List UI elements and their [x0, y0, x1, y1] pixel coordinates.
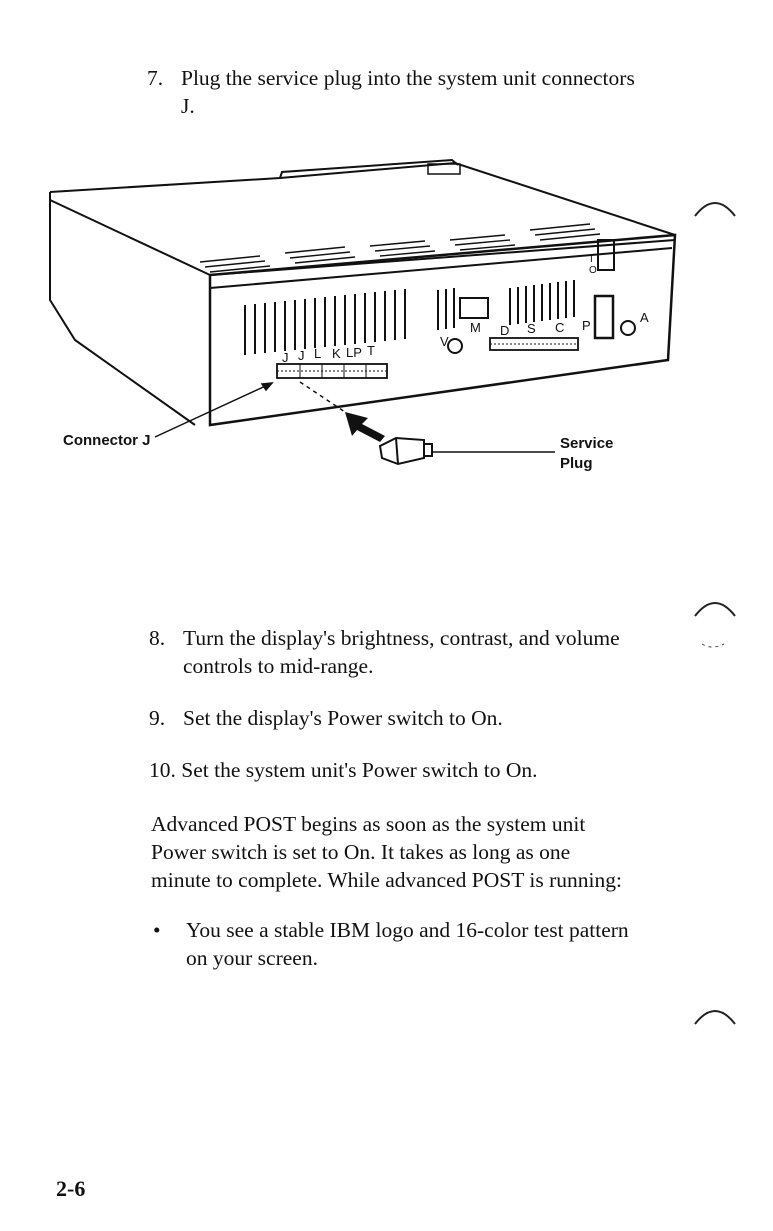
label-l: L	[314, 346, 321, 361]
top-vents	[199, 223, 601, 273]
binder-hole-mark-2	[694, 602, 736, 648]
label-p: P	[582, 318, 591, 333]
unit-top-outline	[49, 161, 676, 236]
system-unit-rear-figure: J J L K LP T M D S C P A V I O	[49, 158, 677, 466]
step-8-number: 8.	[149, 626, 166, 650]
page-number: 2-6	[56, 1176, 86, 1201]
connector-a	[620, 320, 636, 336]
step-7-text-line2: J.	[181, 94, 195, 118]
connector-m	[459, 297, 489, 319]
label-o: O	[589, 265, 597, 276]
step-7-number: 7.	[147, 66, 164, 90]
bullet-line1: You see a stable IBM logo and 16-color t…	[186, 918, 629, 942]
slot-grille-right	[509, 280, 575, 325]
binder-hole-mark-1	[694, 202, 736, 217]
service-plug	[378, 436, 433, 466]
power-switch	[597, 239, 615, 271]
insert-arrow	[345, 412, 385, 442]
callout-connector-j: Connector J	[63, 432, 151, 449]
label-k: K	[332, 346, 341, 361]
connector-j-arrowhead	[260, 382, 274, 392]
paragraph-line3: minute to complete. While advanced POST …	[151, 868, 622, 892]
step-10-text: 10. Set the system unit's Power switch t…	[149, 758, 538, 782]
label-i: I	[590, 254, 593, 265]
step-7-text-line1: Plug the service plug into the system un…	[181, 66, 635, 90]
rear-panel-top-lip	[209, 247, 673, 289]
label-c: C	[555, 320, 564, 335]
bullet-marker: •	[153, 918, 161, 942]
label-lp: LP	[346, 345, 362, 360]
binder-hole-mark-3	[694, 1010, 736, 1025]
paragraph-line2: Power switch is set to On. It takes as l…	[151, 840, 571, 864]
unit-handle	[279, 158, 459, 179]
power-connector	[593, 294, 615, 340]
unit-left-side	[49, 192, 196, 426]
callout-service: Service	[560, 435, 614, 452]
connector-j-leader	[154, 382, 273, 438]
unit-top-left-edge	[49, 199, 211, 276]
expansion-slots	[244, 289, 406, 355]
dashed-insert-line	[299, 381, 346, 413]
label-m: M	[470, 320, 481, 335]
callout-plug: Plug	[560, 455, 593, 472]
label-j1: J	[282, 350, 289, 365]
step-9-number: 9.	[149, 706, 166, 730]
step-8-text-line2: controls to mid-range.	[183, 654, 374, 678]
label-v: V	[440, 334, 449, 349]
label-a: A	[640, 310, 649, 325]
label-d: D	[500, 323, 509, 338]
connector-v	[447, 338, 463, 354]
paragraph-line1: Advanced POST begins as soon as the syst…	[151, 812, 586, 836]
label-t: T	[367, 343, 375, 358]
unit-top-tab	[427, 163, 461, 175]
bullet-line2: on your screen.	[186, 946, 318, 970]
step-9-text: Set the display's Power switch to On.	[183, 706, 503, 730]
step-8-text-line1: Turn the display's brightness, contrast,…	[183, 626, 620, 650]
label-j2: J	[298, 348, 305, 363]
rear-panel	[208, 233, 677, 427]
slot-grille-mid	[437, 288, 455, 330]
label-s: S	[527, 321, 536, 336]
